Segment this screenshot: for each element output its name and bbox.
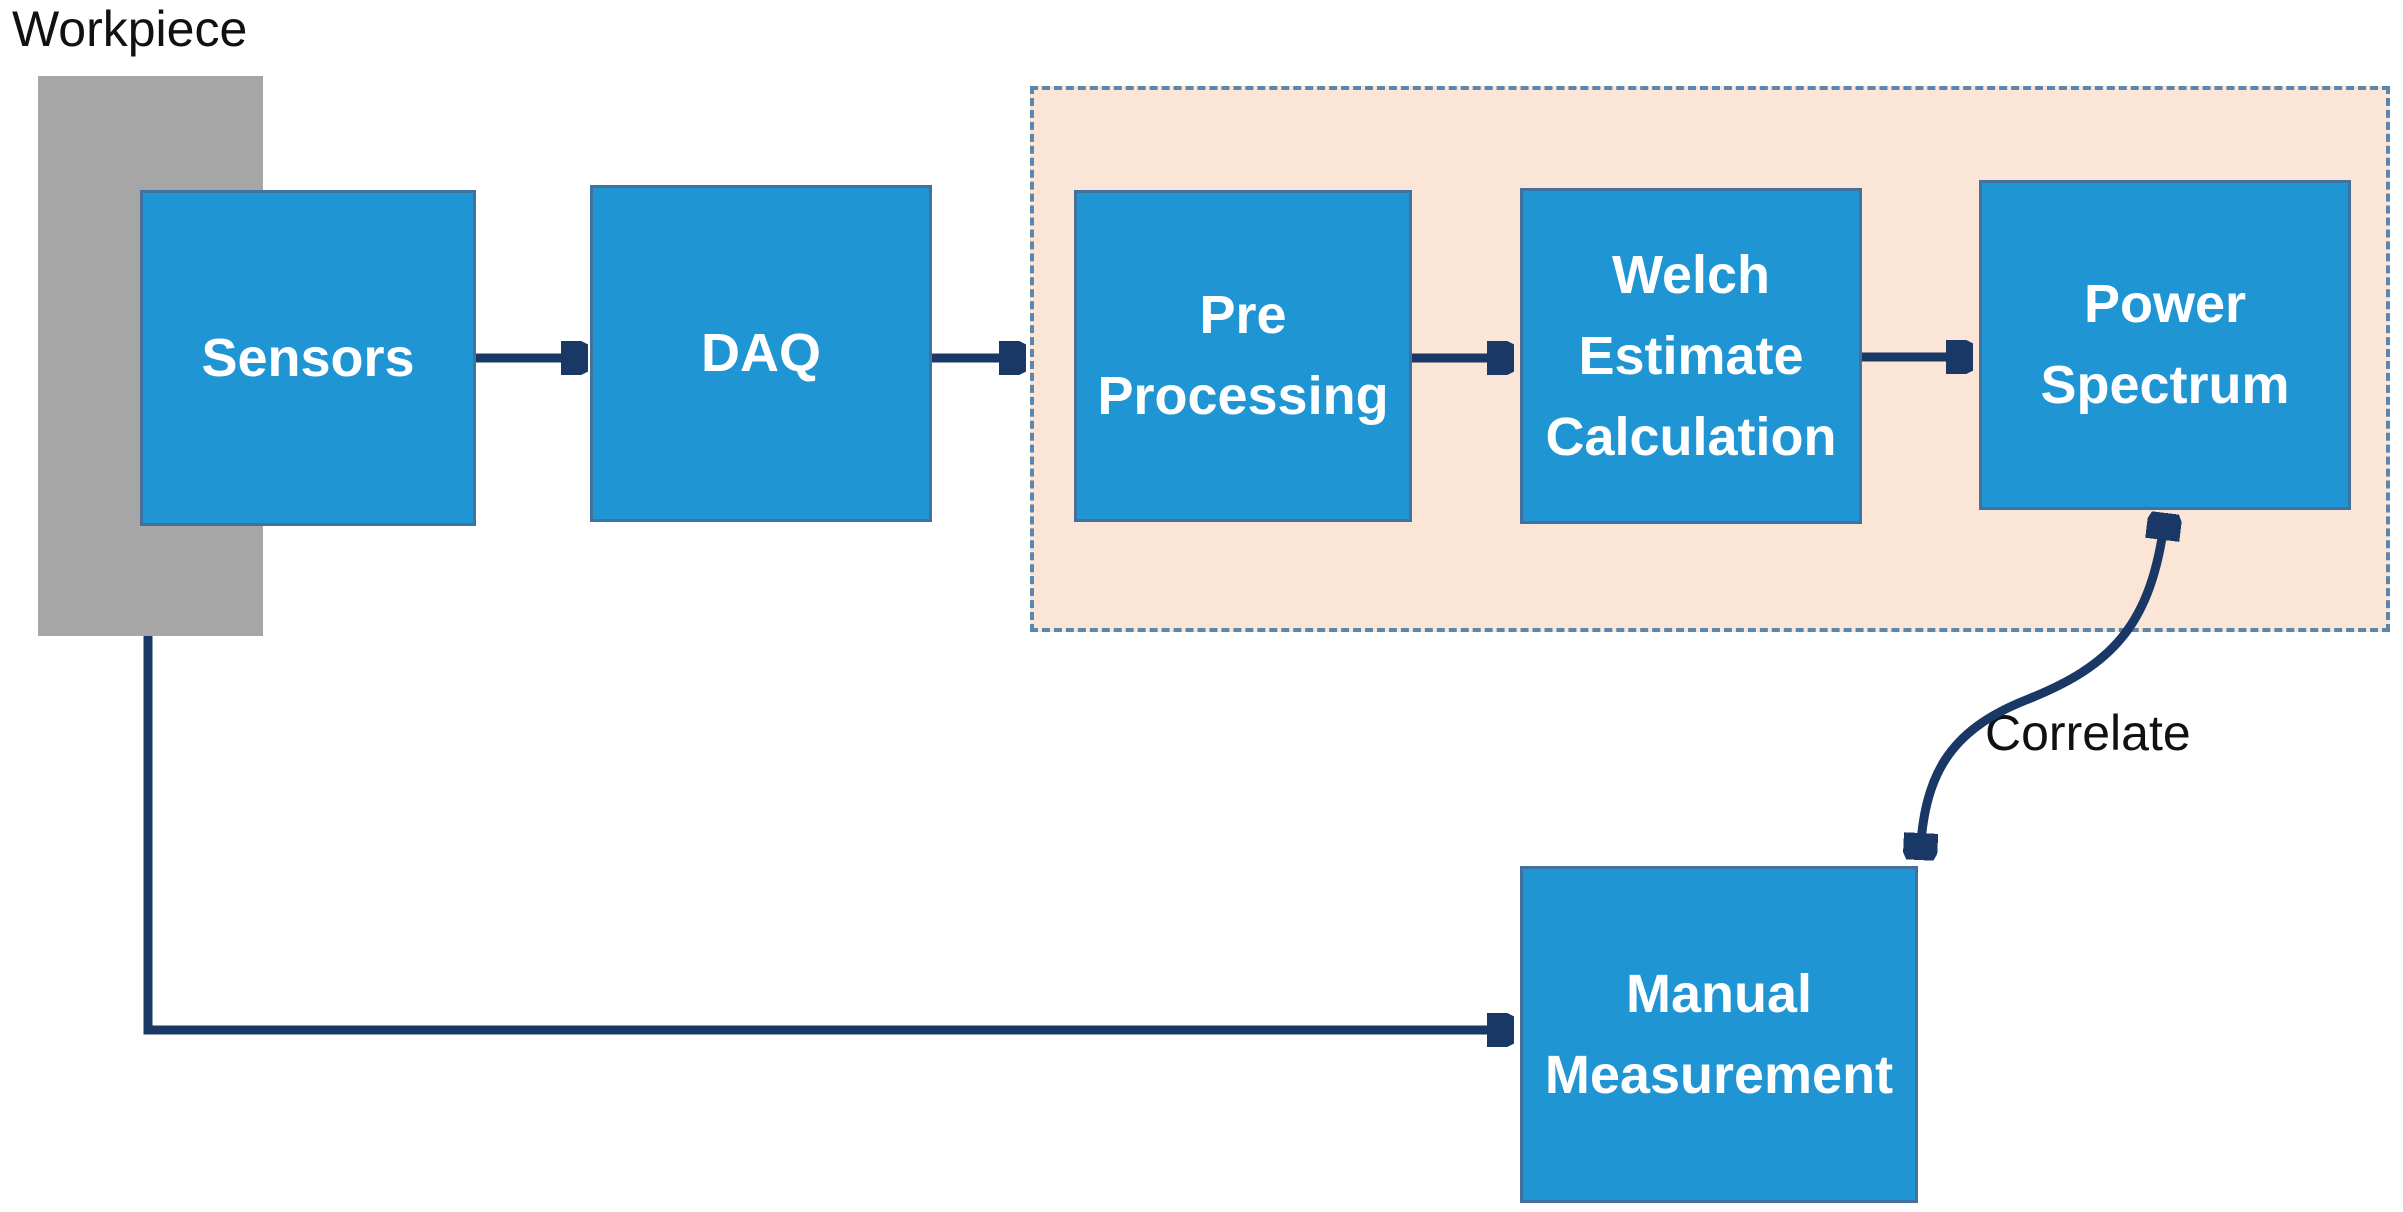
node-power-spectrum-label: Power Spectrum	[2040, 274, 2290, 415]
node-manual-measurement: Manual Measurement	[1520, 866, 1918, 1203]
node-welch-estimate-calculation: Welch Estimate Calculation	[1520, 188, 1862, 524]
workpiece-label: Workpiece	[12, 1, 248, 57]
arrow-workpiece-to-manual-measurement	[143, 636, 1510, 1030]
correlate-label: Correlate	[1985, 705, 2191, 761]
node-daq: DAQ	[590, 185, 932, 522]
node-manual-measurement-label: Manual Measurement	[1544, 963, 1894, 1105]
node-pre-processing-label: Pre Processing	[1097, 285, 1389, 426]
node-daq-label: DAQ	[701, 323, 821, 383]
node-pre-processing: Pre Processing	[1074, 190, 1412, 522]
node-sensors: Sensors	[140, 190, 476, 526]
node-power-spectrum: Power Spectrum	[1979, 180, 2351, 510]
node-welch-estimate-calculation-label: Welch Estimate Calculation	[1545, 244, 1837, 467]
node-sensors-label: Sensors	[201, 327, 415, 388]
